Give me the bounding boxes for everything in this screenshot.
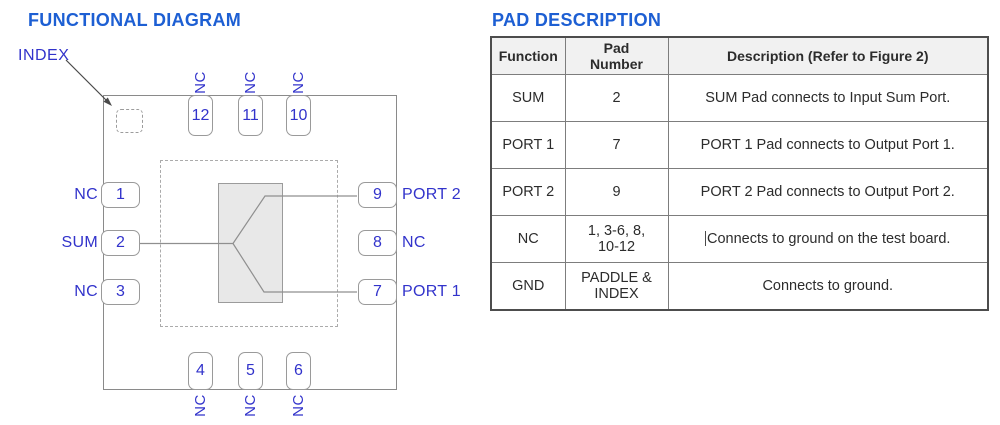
pad-10: 10: [286, 95, 311, 136]
cell-function: NC: [490, 215, 566, 263]
table-row-port2: PORT 2 9 PORT 2 Pad connects to Output P…: [490, 168, 989, 216]
cell-function: PORT 2: [490, 168, 566, 216]
pad-9-number: 9: [373, 186, 382, 203]
pad-4: 4: [188, 352, 213, 390]
pad-6-signal-label: NC: [289, 393, 307, 417]
pad-4-number: 4: [196, 362, 205, 379]
pad-2-number: 2: [116, 234, 125, 251]
pad-5-number: 5: [246, 362, 255, 379]
pad-10-signal-label: NC: [289, 70, 307, 94]
splitter-traces-and-arrow: [65, 59, 357, 293]
cell-pad-number: 9: [564, 168, 669, 216]
pad-4-signal-label: NC: [191, 393, 209, 417]
splitter-trace-port2: [232, 195, 357, 244]
pad-11: 11: [238, 95, 263, 136]
table-row-nc: NC 1, 3-6, 8, 10-12 Connects to ground o…: [490, 215, 989, 263]
cell-pad-number: 2: [564, 74, 669, 122]
functional-diagram-title: FUNCTIONAL DIAGRAM: [28, 10, 242, 30]
pad-7: 7: [358, 279, 397, 305]
pad-10-number: 10: [289, 106, 308, 124]
pad-2: 2: [101, 230, 140, 256]
index-arrow-head: [103, 97, 112, 106]
pad-8-number: 8: [373, 234, 382, 251]
cell-function: SUM: [490, 74, 566, 122]
pad-7-number: 7: [373, 283, 382, 300]
table-header-row: Function Pad Number Description (Refer t…: [490, 36, 989, 75]
pad-12: 12: [188, 95, 213, 136]
cell-description: PORT 2 Pad connects to Output Port 2.: [667, 168, 989, 216]
pad-description-title: PAD DESCRIPTION: [492, 10, 662, 30]
pad-2-signal-label: SUM: [61, 234, 98, 251]
cell-description: PORT 1 Pad connects to Output Port 1.: [667, 121, 989, 169]
pad-9-signal-label: PORT 2: [402, 186, 462, 203]
pad-description-table: Function Pad Number Description (Refer t…: [490, 36, 989, 311]
splitter-trace-port1: [232, 243, 357, 293]
splitter-block: [218, 183, 283, 303]
index-label: INDEX: [18, 47, 70, 64]
pad-11-signal-label: NC: [241, 70, 259, 94]
pad-1-number: 1: [116, 186, 125, 203]
index-corner-mark: [116, 109, 143, 133]
pad-1: 1: [101, 182, 140, 208]
pad-3: 3: [101, 279, 140, 305]
cell-function: GND: [490, 262, 566, 310]
pad-12-number: 12: [191, 106, 210, 124]
pad-9: 9: [358, 182, 397, 208]
pad-8: 8: [358, 230, 397, 256]
cell-description: Connects to ground on the test board.: [667, 215, 989, 263]
cell-pad-number: 7: [564, 121, 669, 169]
pad-7-signal-label: PORT 1: [402, 283, 462, 300]
pad-5: 5: [238, 352, 263, 390]
column-header-pad-number: Pad Number: [564, 36, 669, 75]
pad-6-number: 6: [294, 362, 303, 379]
pad-8-signal-label: NC: [402, 234, 426, 251]
pad-1-signal-label: NC: [74, 186, 98, 203]
cell-pad-number: PADDLE & INDEX: [564, 262, 669, 310]
table-row-gnd: GND PADDLE & INDEX Connects to ground.: [490, 262, 989, 310]
pad-5-signal-label: NC: [241, 393, 259, 417]
column-header-function: Function: [490, 36, 566, 75]
pad-3-signal-label: NC: [74, 283, 98, 300]
cell-function: PORT 1: [490, 121, 566, 169]
cell-description: SUM Pad connects to Input Sum Port.: [667, 74, 989, 122]
text-cursor-artifact: [705, 231, 707, 246]
table-row-sum: SUM 2 SUM Pad connects to Input Sum Port…: [490, 74, 989, 122]
pad-12-signal-label: NC: [191, 70, 209, 94]
pad-3-number: 3: [116, 283, 125, 300]
cell-description: Connects to ground.: [667, 262, 989, 310]
column-header-description: Description (Refer to Figure 2): [667, 36, 989, 75]
pad-11-number: 11: [242, 106, 259, 124]
index-arrow-line: [65, 59, 108, 102]
table-row-port1: PORT 1 7 PORT 1 Pad connects to Output P…: [490, 121, 989, 169]
cell-pad-number: 1, 3-6, 8, 10-12: [564, 215, 669, 263]
pad-6: 6: [286, 352, 311, 390]
